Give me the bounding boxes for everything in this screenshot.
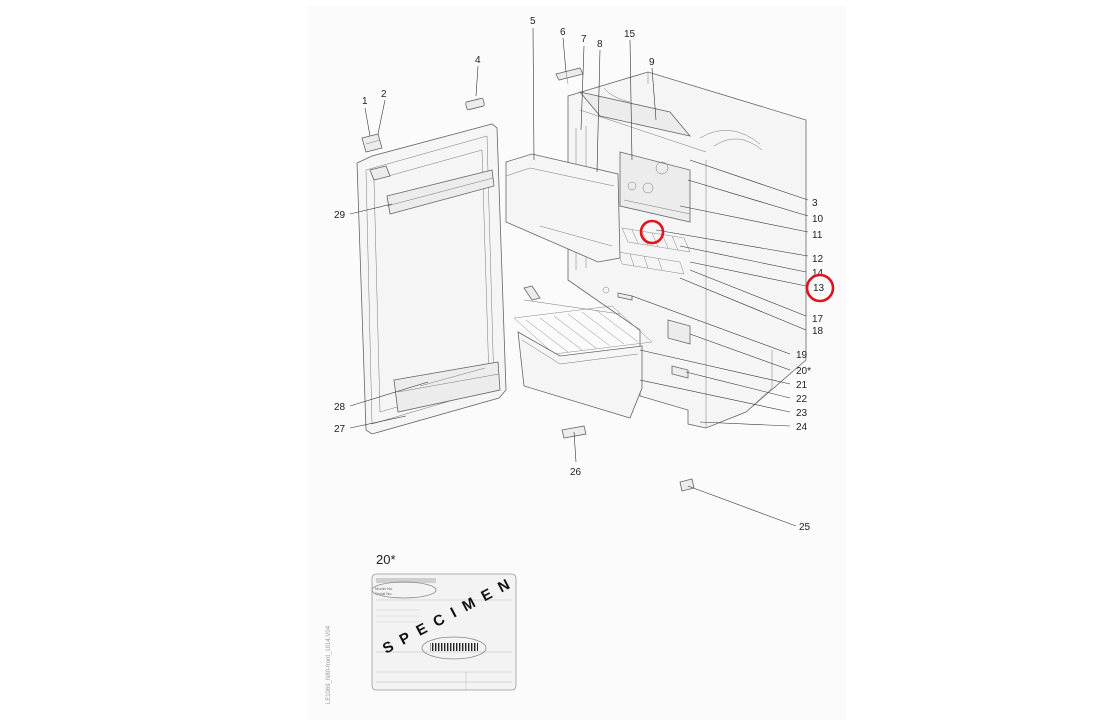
drawing-code: LE1069_N80-front_1014.V04: [326, 625, 332, 704]
label-5: 5: [530, 16, 536, 27]
freezer-compartment: [505, 153, 621, 263]
highlight-circle-part: [639, 219, 665, 245]
hinge-part: [361, 133, 383, 153]
model-number-field: Model No.: [375, 586, 393, 591]
label-1: 1: [362, 96, 368, 107]
label-19: 19: [796, 350, 808, 361]
cabinet-body: [567, 71, 807, 429]
label-4: 4: [475, 55, 481, 66]
label-29: 29: [334, 210, 346, 221]
highlight-markers: [639, 219, 835, 303]
hinge-pin-part: [465, 97, 485, 111]
label-8: 8: [597, 39, 603, 50]
part-number-labels: 1 2 4 5 6 7 8 15 9 3 10 11 12 14 13 17 1…: [334, 16, 825, 533]
nameplate-card: [371, 573, 517, 691]
label-13: 13: [813, 283, 825, 294]
label-12: 12: [812, 254, 824, 265]
nameplate-inset: 20* Model No. Serial No. SPECIMEN: [371, 552, 521, 691]
barcode: [421, 636, 487, 660]
bracket-part: [555, 67, 584, 85]
highlight-circle-label-13: [805, 273, 835, 303]
label-9: 9: [649, 57, 655, 68]
label-23: 23: [796, 408, 808, 419]
nameplate-heading: 20*: [376, 552, 396, 567]
label-17: 17: [812, 314, 824, 325]
door-assembly: [356, 123, 507, 435]
label-2: 2: [381, 89, 387, 100]
label-10: 10: [812, 214, 824, 225]
label-24: 24: [796, 422, 808, 433]
screw-part: [679, 478, 695, 492]
label-20: 20*: [796, 366, 811, 377]
label-26: 26: [570, 467, 582, 478]
label-22: 22: [796, 394, 808, 405]
label-3: 3: [812, 198, 818, 209]
label-25: 25: [799, 522, 811, 533]
label-6: 6: [560, 27, 566, 38]
label-7: 7: [581, 34, 587, 45]
leader-lines: [349, 27, 809, 527]
label-18: 18: [812, 326, 824, 337]
label-15: 15: [624, 29, 636, 40]
label-27: 27: [334, 424, 346, 435]
serial-number-field: Serial No.: [375, 591, 393, 596]
label-21: 21: [796, 380, 808, 391]
label-28: 28: [334, 402, 346, 413]
crisper-and-shelf: [513, 285, 653, 419]
label-11: 11: [812, 230, 823, 241]
label-14: 14: [812, 268, 824, 279]
